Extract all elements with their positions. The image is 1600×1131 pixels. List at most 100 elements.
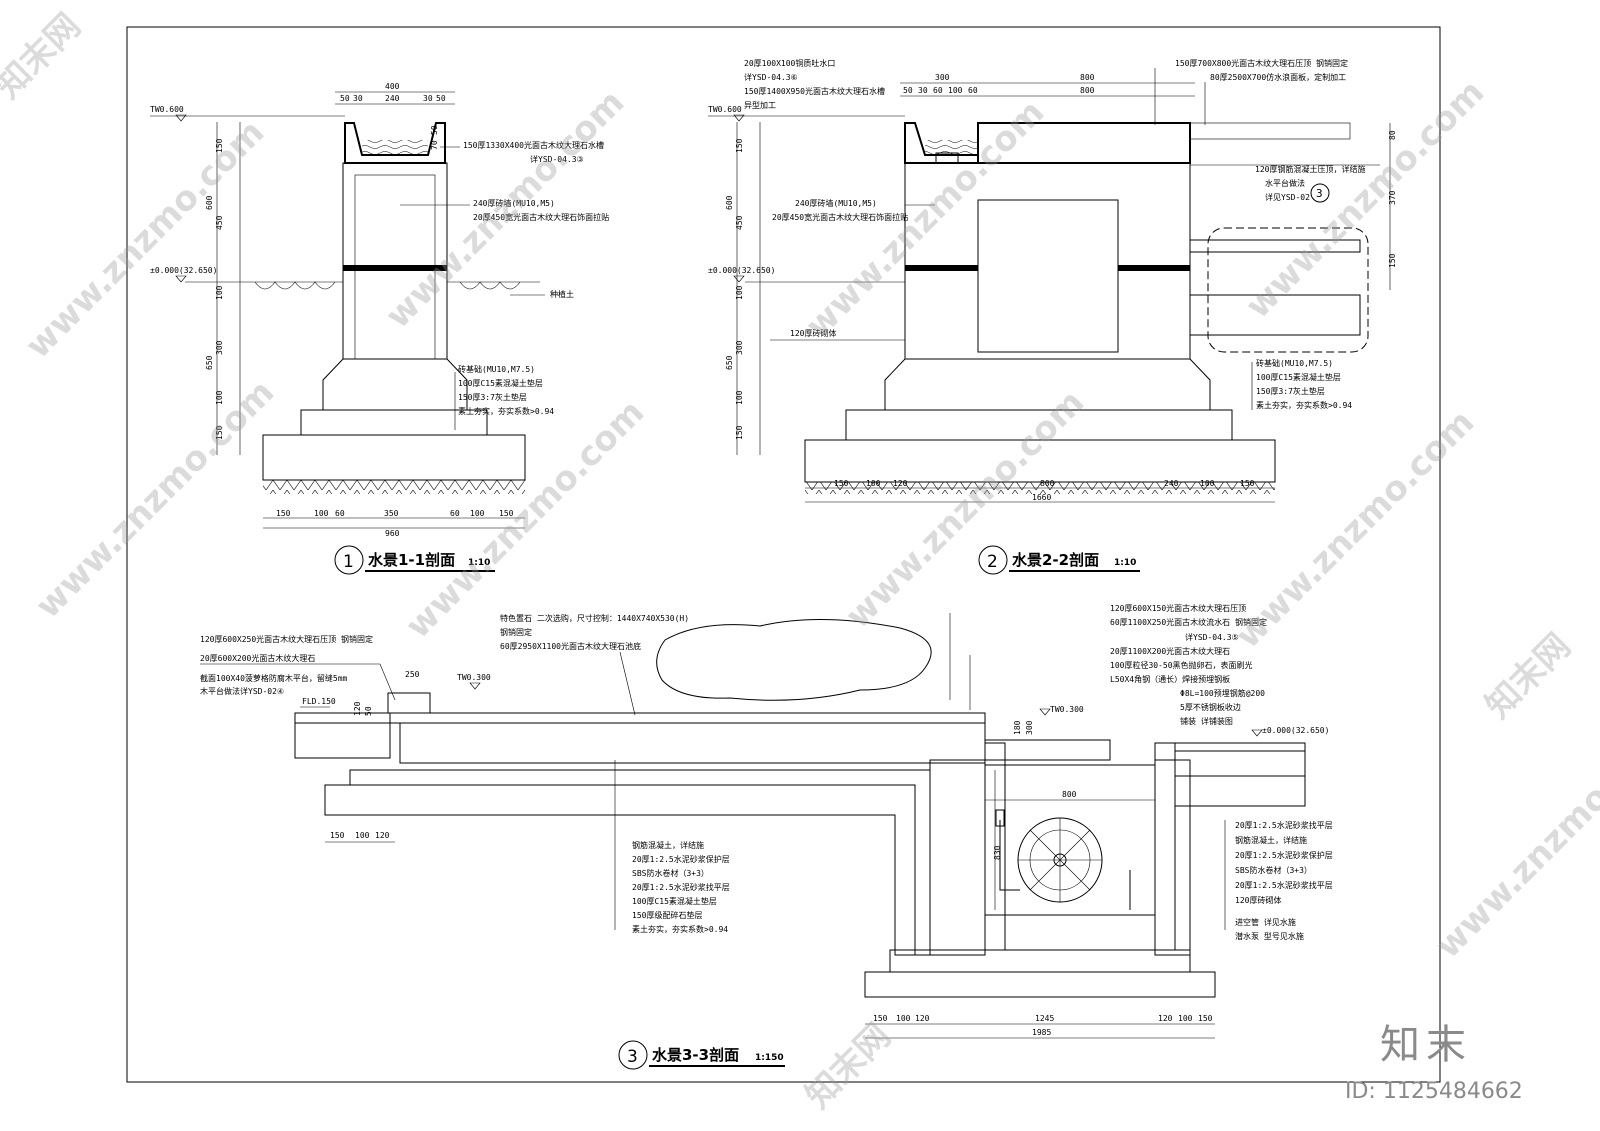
svg-text:素土夯实，夯实系数>0.94: 素土夯实，夯实系数>0.94: [632, 924, 728, 934]
svg-text:150厚700X800光面古木纹大理石压顶 钢销固定: 150厚700X800光面古木纹大理石压顶 钢销固定: [1175, 58, 1348, 68]
svg-text:150: 150: [1388, 253, 1397, 268]
svg-text:FLD.150: FLD.150: [302, 697, 336, 706]
svg-text:截面100X40菠萝格防腐木平台，留缝5mm: 截面100X40菠萝格防腐木平台，留缝5mm: [200, 673, 348, 683]
svg-text:木平台做法详YSD-02④: 木平台做法详YSD-02④: [200, 686, 284, 696]
svg-text:150: 150: [873, 1014, 888, 1023]
svg-text:1:10: 1:10: [468, 558, 490, 568]
svg-text:150厚1400X950光面古木纹大理石水槽: 150厚1400X950光面古木纹大理石水槽: [744, 86, 885, 96]
svg-text:300: 300: [735, 340, 744, 355]
svg-text:600: 600: [725, 195, 734, 210]
svg-text:150: 150: [499, 509, 514, 518]
section-1-title: 水景1-1剖面: [368, 551, 455, 569]
compacted-soil-1: [263, 480, 525, 494]
svg-text:300: 300: [935, 73, 950, 82]
svg-text:60厚1100X250光面古木纹流水石 钢销固定: 60厚1100X250光面古木纹流水石 钢销固定: [1110, 617, 1267, 627]
section-2-title: 水景2-2剖面: [1012, 551, 1099, 569]
svg-text:120厚砖砌体: 120厚砖砌体: [1235, 895, 1281, 905]
svg-text:30: 30: [353, 94, 363, 103]
svg-text:100厚C15素混凝土垫层: 100厚C15素混凝土垫层: [1256, 372, 1341, 382]
dpc-1: [343, 265, 447, 271]
svg-text:450: 450: [735, 215, 744, 230]
svg-text:650: 650: [725, 355, 734, 370]
svg-text:30: 30: [918, 86, 928, 95]
svg-text:250: 250: [405, 670, 420, 679]
brand-logo: 知末: [1380, 1022, 1472, 1068]
svg-text:150: 150: [215, 138, 224, 153]
s3-total: 1985: [1032, 1028, 1051, 1037]
s1-dim-width: 400: [385, 82, 400, 91]
svg-text:120: 120: [893, 479, 908, 488]
svg-text:70: 70: [430, 140, 439, 150]
svg-text:150: 150: [1198, 1014, 1213, 1023]
svg-text:L50X4角钢（通长）焊接预埋钢板: L50X4角钢（通长）焊接预埋钢板: [1110, 674, 1230, 684]
svg-text:钢筋混凝土，详结施: 钢筋混凝土，详结施: [1235, 835, 1307, 845]
svg-text:TW0.600: TW0.600: [708, 105, 742, 114]
svg-text:详YSD-04.3⑤: 详YSD-04.3⑤: [1185, 632, 1239, 642]
svg-text:20厚450宽光面古木纹大理石饰面拉贴: 20厚450宽光面古木纹大理石饰面拉贴: [473, 212, 609, 222]
svg-text:120: 120: [353, 701, 362, 716]
svg-text:Φ8L=100预埋钢筋@200: Φ8L=100预埋钢筋@200: [1180, 688, 1265, 698]
svg-text:知末网: 知末网: [798, 1016, 898, 1116]
svg-text:800: 800: [1080, 86, 1095, 95]
void-2: [977, 199, 1119, 353]
svg-text:50: 50: [436, 94, 446, 103]
svg-text:www.znzmo.com: www.znzmo.com: [28, 372, 282, 626]
svg-text:240厚砖墙(MU10,M5): 240厚砖墙(MU10,M5): [795, 198, 877, 208]
svg-text:100厚C15素混凝土垫层: 100厚C15素混凝土垫层: [458, 378, 543, 388]
detail-callout-3: [1207, 227, 1369, 353]
s1-total: 960: [385, 529, 400, 538]
svg-text:100: 100: [866, 479, 881, 488]
svg-text:300: 300: [1025, 720, 1034, 735]
svg-text:20厚1100X200光面古木纹大理石: 20厚1100X200光面古木纹大理石: [1110, 646, 1230, 656]
svg-text:素土夯实，夯实系数>0.94: 素土夯实，夯实系数>0.94: [1256, 400, 1352, 410]
water-1: [362, 140, 428, 155]
svg-text:60厚2950X1100光面古木纹大理石池底: 60厚2950X1100光面古木纹大理石池底: [500, 641, 641, 651]
svg-text:100: 100: [896, 1014, 911, 1023]
svg-text:1245: 1245: [1035, 1014, 1054, 1023]
section-1-number-circle: [334, 545, 364, 575]
svg-text:SBS防水卷材（3+3）: SBS防水卷材（3+3）: [632, 868, 709, 878]
svg-text:www.znzmo.com: www.znzmo.com: [838, 382, 1092, 636]
svg-text:800: 800: [1062, 790, 1077, 799]
svg-text:3: 3: [627, 1047, 638, 1067]
svg-text:100: 100: [1178, 1014, 1193, 1023]
svg-text:150厚1330X400光面古木纹大理石水槽: 150厚1330X400光面古木纹大理石水槽: [463, 140, 604, 150]
svg-text:砖基础(MU10,M7.5): 砖基础(MU10,M7.5): [1256, 358, 1333, 368]
svg-text:20厚1:2.5水泥砂浆找平层: 20厚1:2.5水泥砂浆找平层: [1235, 880, 1333, 890]
lime-soil-1: [262, 434, 526, 481]
svg-text:钢筋混凝土，详结施: 钢筋混凝土，详结施: [632, 840, 704, 850]
svg-text:知末网: 知末网: [1478, 626, 1578, 726]
feature-stone: [656, 619, 932, 701]
svg-text:100: 100: [735, 390, 744, 405]
svg-text:±0.000(32.650): ±0.000(32.650): [708, 266, 775, 275]
svg-text:240: 240: [1164, 479, 1179, 488]
svg-text:800: 800: [1080, 73, 1095, 82]
svg-text:3: 3: [1316, 187, 1323, 200]
svg-text:150: 150: [735, 138, 744, 153]
svg-text:830: 830: [993, 845, 1002, 860]
svg-text:150厚级配碎石垫层: 150厚级配碎石垫层: [632, 910, 702, 920]
drawing-frame: [126, 26, 1441, 1083]
svg-text:20厚1:2.5水泥砂浆保护层: 20厚1:2.5水泥砂浆保护层: [632, 854, 730, 864]
s1-zero: ±0.000(32.650): [150, 266, 217, 275]
svg-text:60: 60: [450, 509, 460, 518]
svg-text:种植土: 种植土: [550, 289, 574, 299]
section-1: TW0.600 ±0.000(32.650) 400 50 30 240 30 …: [150, 82, 609, 575]
svg-text:600: 600: [205, 195, 214, 210]
svg-text:5厚不锈钢板收边: 5厚不锈钢板收边: [1180, 702, 1241, 712]
pond-slab: [399, 722, 986, 764]
svg-text:www.znzmo.com: www.znzmo.com: [398, 392, 652, 646]
svg-text:240厚砖墙(MU10,M5): 240厚砖墙(MU10,M5): [473, 198, 555, 208]
svg-text:铺装 详铺装图: 铺装 详铺装图: [1180, 716, 1233, 726]
svg-text:www.znzmo.com: www.znzmo.com: [378, 82, 632, 336]
svg-text:450: 450: [215, 215, 224, 230]
svg-text:100: 100: [215, 285, 224, 300]
svg-text:370: 370: [1388, 190, 1397, 205]
svg-text:120: 120: [1158, 1014, 1173, 1023]
svg-text:80: 80: [1388, 130, 1397, 140]
wave-panel: [1189, 122, 1351, 140]
svg-text:350: 350: [384, 509, 399, 518]
svg-text:120厚砖砌体: 120厚砖砌体: [790, 328, 836, 338]
svg-text:详YSD-04.3③: 详YSD-04.3③: [530, 154, 584, 164]
svg-text:150: 150: [735, 425, 744, 440]
